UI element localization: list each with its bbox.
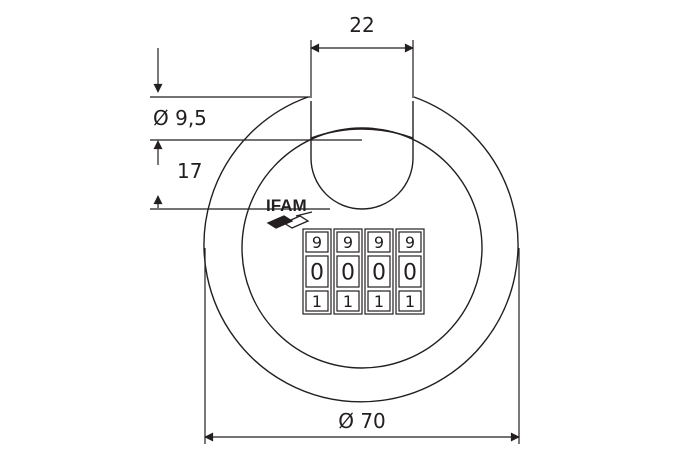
dial-3: 9 0 1: [364, 228, 394, 315]
dial-window: [336, 231, 360, 253]
body-diameter-label: Ø 70: [338, 409, 386, 433]
dial-digit-middle: 0: [403, 260, 417, 285]
logo-mark-icon: [266, 211, 313, 229]
ifam-logo: IFAM: [266, 196, 313, 229]
dial-window: [305, 255, 329, 288]
dial-digit-top: 9: [405, 233, 415, 252]
dial-digit-bottom: 1: [374, 292, 384, 311]
shackle-base-line: [310, 128, 414, 139]
dimension-shackle-diameter: [150, 48, 362, 165]
dimension-shackle-width: [310, 40, 414, 98]
dial-frame: [395, 228, 425, 315]
dial-window: [398, 255, 422, 288]
shackle: [310, 101, 414, 210]
dial-digit-bottom: 1: [343, 292, 353, 311]
dial-1: 9 0 1: [302, 228, 332, 315]
logo-text: IFAM: [266, 196, 307, 215]
dial-window: [398, 231, 422, 253]
dial-digit-middle: 0: [310, 260, 324, 285]
dial-window: [367, 255, 391, 288]
dial-window: [367, 231, 391, 253]
dial-digit-middle: 0: [372, 260, 386, 285]
inner-disk: [241, 127, 483, 369]
dial-window: [398, 290, 422, 312]
dial-4: 9 0 1: [395, 228, 425, 315]
dial-digit-top: 9: [343, 233, 353, 252]
dial-2: 9 0 1: [333, 228, 363, 315]
dial-digit-bottom: 1: [405, 292, 415, 311]
dial-digit-top: 9: [374, 233, 384, 252]
dial-frame: [302, 228, 332, 315]
dial-digit-top: 9: [312, 233, 322, 252]
padlock-body: [203, 96, 519, 403]
dial-window: [336, 290, 360, 312]
dimension-body-diameter: [204, 248, 520, 444]
dial-digit-middle: 0: [341, 260, 355, 285]
dial-window: [367, 290, 391, 312]
dial-frame: [333, 228, 363, 315]
dial-window: [336, 255, 360, 288]
dimension-shackle-clearance: [150, 195, 330, 210]
dial-frame: [364, 228, 394, 315]
outer-ring: [203, 96, 519, 403]
dial-window: [305, 231, 329, 253]
dial-window: [305, 290, 329, 312]
dial-digit-bottom: 1: [312, 292, 322, 311]
shackle-width-label: 22: [349, 13, 374, 37]
shackle-diameter-label: Ø 9,5: [153, 106, 207, 130]
shackle-clearance-label: 17: [177, 159, 202, 183]
